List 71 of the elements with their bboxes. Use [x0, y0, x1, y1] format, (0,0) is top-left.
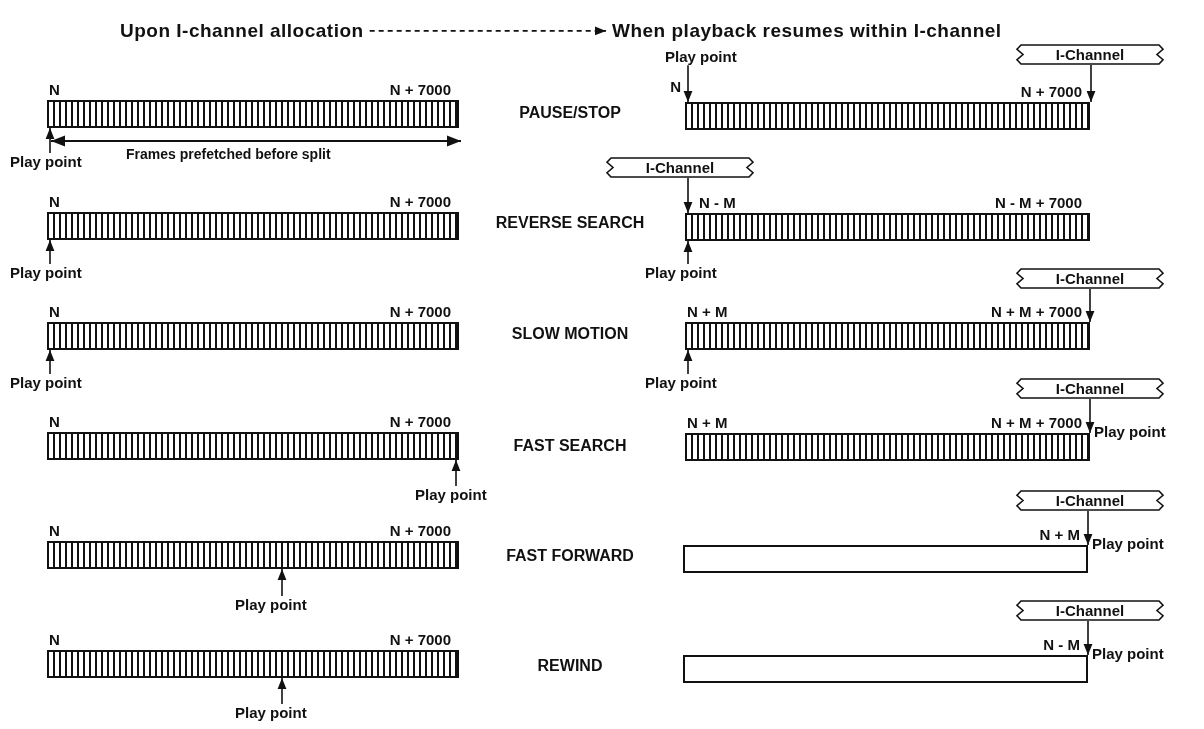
frame-position-label: N: [49, 193, 60, 211]
pointer-arrow: [277, 568, 287, 597]
mode-label: SLOW MOTION: [511, 325, 629, 343]
play-point-label: Play point: [415, 486, 487, 504]
dashed-arrow: [368, 26, 607, 36]
play-point-label: Play point: [10, 264, 82, 282]
frame-position-label: N: [49, 413, 60, 431]
banner-text: I-Channel: [1055, 270, 1125, 287]
pointer-arrow: [277, 677, 287, 705]
play-point-label: Play point: [235, 704, 307, 722]
frame-position-label: N + M: [687, 303, 728, 321]
banner-text: I-Channel: [1055, 46, 1125, 63]
mode-label: REVERSE SEARCH: [495, 214, 645, 232]
play-point-label: Play point: [235, 596, 307, 614]
frame-position-label: N + 7000: [389, 413, 451, 431]
frame-position-label: N - M: [1043, 636, 1080, 654]
banner-text: I-Channel: [645, 159, 715, 176]
mode-label: REWIND: [537, 657, 603, 675]
channel-banner: [1015, 378, 1165, 399]
frame-position-label: N: [49, 631, 60, 649]
play-point-label: Play point: [1092, 645, 1164, 663]
mode-label: FAST FORWARD: [506, 547, 634, 565]
channel-banner: [605, 157, 755, 178]
mode-label: PAUSE/STOP: [519, 104, 621, 122]
frame-position-label: N + M + 7000: [991, 414, 1082, 432]
frame-position-label: N + M + 7000: [991, 303, 1082, 321]
frame-position-label: N - M: [699, 194, 736, 212]
dimension-label: Frames prefetched before split: [126, 146, 331, 162]
pointer-arrow: [683, 349, 693, 375]
frame-position-label: N - M + 7000: [994, 194, 1082, 212]
play-point-label: Play point: [10, 374, 82, 392]
pointer-arrow: [45, 349, 55, 375]
column-heading: When playback resumes within I-channel: [612, 20, 1002, 42]
play-point-label: Play point: [665, 48, 737, 66]
column-heading: Upon I-channel allocation: [120, 20, 364, 42]
channel-banner: [1015, 44, 1165, 65]
pointer-arrow: [1083, 510, 1093, 546]
frame-position-label: N + 7000: [389, 193, 451, 211]
pointer-arrow: [1085, 288, 1095, 323]
frame-position-label: N + 7000: [389, 631, 451, 649]
play-point-label: Play point: [10, 153, 82, 171]
pointer-arrow: [45, 127, 55, 154]
pointer-arrow: [1083, 620, 1093, 656]
pointer-arrow: [45, 239, 55, 265]
frame-position-label: N + 7000: [1020, 83, 1082, 101]
channel-banner: [1015, 490, 1165, 511]
banner-text: I-Channel: [1055, 380, 1125, 397]
play-point-label: Play point: [645, 264, 717, 282]
frame-position-label: N: [49, 81, 60, 99]
play-point-label: Play point: [1094, 423, 1166, 441]
pointer-arrow: [1085, 398, 1095, 434]
frame-position-label: N + 7000: [389, 303, 451, 321]
frame-position-label: N + 7000: [389, 522, 451, 540]
pointer-arrow: [683, 64, 693, 103]
pointer-arrow: [683, 177, 693, 214]
mode-label: FAST SEARCH: [513, 437, 627, 455]
channel-banner: [1015, 268, 1165, 289]
channel-banner: [1015, 600, 1165, 621]
banner-text: I-Channel: [1055, 602, 1125, 619]
frame-position-label: N: [670, 78, 681, 96]
banner-text: I-Channel: [1055, 492, 1125, 509]
play-point-label: Play point: [1092, 535, 1164, 553]
pointer-arrow: [451, 459, 461, 487]
pointer-arrow: [683, 240, 693, 265]
pointer-arrow: [1086, 64, 1096, 103]
frame-position-label: N + 7000: [389, 81, 451, 99]
frame-position-label: N: [49, 303, 60, 321]
frame-position-label: N + M: [687, 414, 728, 432]
frame-position-label: N: [49, 522, 60, 540]
frame-position-label: N + M: [1039, 526, 1080, 544]
play-point-label: Play point: [645, 374, 717, 392]
